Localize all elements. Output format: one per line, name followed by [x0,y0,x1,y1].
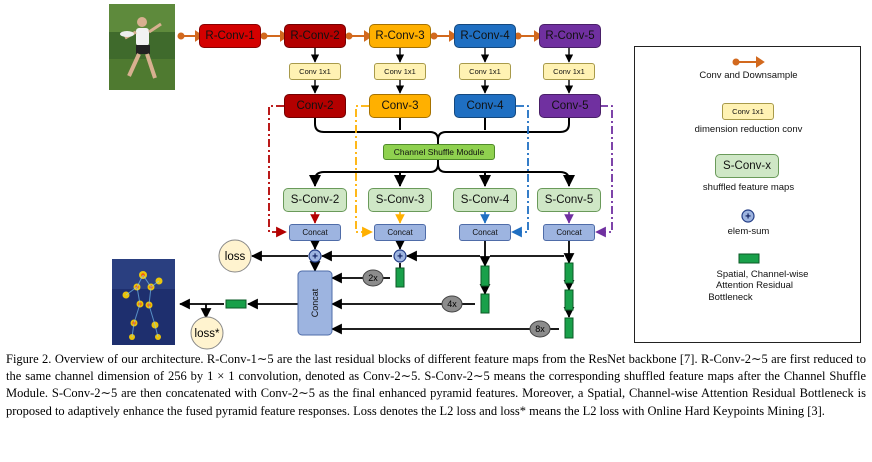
s-conv-5-label: S-Conv-5 [544,194,594,206]
elem-sum-nodes [308,249,407,263]
legend-shuffled-maps: shuffled feature maps [702,182,795,193]
s-conv-5: S-Conv-5 [537,188,601,212]
loss-star-label: loss* [195,328,220,340]
r-conv-5: R-Conv-5 [539,24,601,48]
conv-5-label: Conv-5 [551,100,589,112]
s-conv-3: S-Conv-3 [368,188,432,212]
r-conv-4: R-Conv-4 [454,24,516,48]
bottleneck-blocks [225,262,574,339]
r-conv-1-label: R-Conv-1 [205,30,255,42]
conv1x1-5: Conv 1x1 [543,63,595,80]
downsample-legend-icon [732,56,765,68]
concat-5: Concat [543,224,595,241]
upsample-4x-label: 4x [447,299,457,309]
legend-sconv-label: S-Conv-x [723,160,771,172]
conv1x1-label: Conv 1x1 [469,67,501,76]
upsample-8x-label: 8x [535,324,545,334]
conv1x1-3: Conv 1x1 [374,63,426,80]
conv-3: Conv-3 [369,94,431,118]
output-heatmap-photo [112,259,175,345]
legend-dimension-reduction: dimension reduction conv [694,124,803,135]
legend-icons: + [732,56,765,264]
r-conv-2: R-Conv-2 [284,24,346,48]
r-conv-1: R-Conv-1 [199,24,261,48]
conv-5: Conv-5 [539,94,601,118]
conv-2-label: Conv-2 [296,100,334,112]
s-conv-2-label: S-Conv-2 [290,194,340,206]
legend-sconv-sample: S-Conv-x [715,154,779,178]
concat-label: Concat [472,228,498,237]
downsample-connectors [177,30,543,42]
r-conv-5-label: R-Conv-5 [545,30,595,42]
sum-symbol: + [312,252,318,263]
conv1x1-2: Conv 1x1 [289,63,341,80]
conv-2: Conv-2 [284,94,346,118]
conv1x1-label: Conv 1x1 [299,67,331,76]
conv1x1-4: Conv 1x1 [459,63,511,80]
legend-panel: + Conv and Downsample Conv 1x1 dimension… [634,46,861,343]
s-conv-4-label: S-Conv-4 [460,194,510,206]
legend-conv1x1-label: Conv 1x1 [732,107,764,116]
concat-4: Concat [459,224,511,241]
channel-shuffle-module: Channel Shuffle Module [383,144,495,160]
legend-conv1x1-sample: Conv 1x1 [722,103,774,120]
s-conv-4: S-Conv-4 [453,188,517,212]
conv-3-label: Conv-3 [381,100,419,112]
s-conv-3-label: S-Conv-3 [375,194,425,206]
legend-bottleneck-line1: Spatial, Channel-wise [716,269,809,280]
r-conv-4-label: R-Conv-4 [460,30,510,42]
concat-2: Concat [289,224,341,241]
r-conv-2-label: R-Conv-2 [290,30,340,42]
legend-bottleneck-line3: Bottleneck [708,292,753,303]
loss-label: loss [225,251,246,263]
conv-4: Conv-4 [454,94,516,118]
r-conv-3: R-Conv-3 [369,24,431,48]
upsample-2x-label: 2x [368,273,378,283]
conv1x1-label: Conv 1x1 [384,67,416,76]
big-concat-label: Concat [310,288,320,317]
figure-caption: Figure 2. Overview of our architecture. … [6,351,866,420]
sum-symbol: + [397,252,403,263]
legend-elem-sum: elem-sum [727,226,770,237]
legend-conv-downsample: Conv and Downsample [699,70,798,81]
legend-sum-symbol: + [745,212,751,223]
concat-3: Concat [374,224,426,241]
concat-label: Concat [302,228,328,237]
r-conv-3-label: R-Conv-3 [375,30,425,42]
legend-bottleneck-line2: Attention Residual [715,280,794,291]
input-photo [109,4,175,90]
concat-label: Concat [556,228,582,237]
s-conv-2: S-Conv-2 [283,188,347,212]
conv-4-label: Conv-4 [466,100,504,112]
figure-caption-text: Figure 2. Overview of our architecture. … [6,352,866,418]
conv1x1-label: Conv 1x1 [553,67,585,76]
elem-sum-legend-icon [741,209,755,223]
concat-label: Concat [387,228,413,237]
bottleneck-legend-icon [738,253,760,264]
channel-shuffle-label: Channel Shuffle Module [393,147,485,157]
